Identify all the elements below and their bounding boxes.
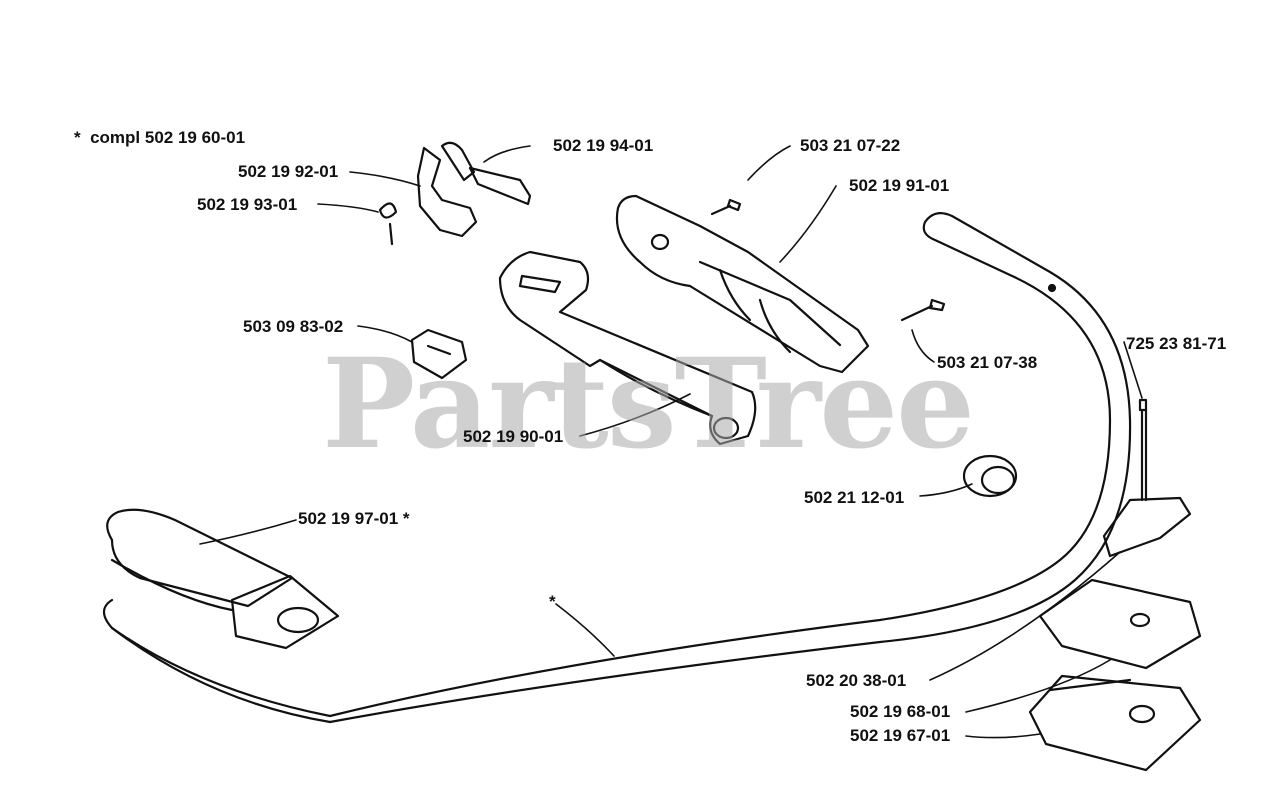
- loop-grip: [106, 508, 340, 650]
- leader-lines: [199, 145, 1143, 739]
- label-503-21-07-22: 503 21 07-22: [800, 136, 901, 155]
- knob: [1102, 496, 1192, 558]
- loop-handle-hole: [1047, 283, 1057, 293]
- cap: [962, 454, 1018, 498]
- loop-handle-tube: [102, 211, 1132, 724]
- label-502-19-90-01: 502 19 90-01: [463, 427, 564, 446]
- throttle-handle-body: [498, 250, 757, 446]
- screw-503-21-07-38: [900, 298, 946, 322]
- label-502-19-93-01: 502 19 93-01: [197, 195, 298, 214]
- throttle-lever: [468, 166, 532, 206]
- screw-503-21-07-22: [710, 198, 742, 216]
- throttle-handle-half: [615, 194, 870, 374]
- spring: [378, 202, 398, 246]
- label-502-20-38-01: 502 20 38-01: [806, 671, 907, 690]
- watermark: PartsTree: [322, 332, 975, 477]
- clamp-lower: [1028, 674, 1202, 772]
- label-502-19-91-01: 502 19 91-01: [849, 176, 950, 195]
- throttle-trigger: [416, 141, 478, 238]
- label-502-19-92-01: 502 19 92-01: [238, 162, 339, 181]
- label-502-19-94-01: 502 19 94-01: [553, 136, 654, 155]
- note-text: compl 502 19 60-01: [90, 128, 246, 147]
- label-502-19-97-01: 502 19 97-01 *: [298, 509, 410, 528]
- label-503-21-07-38: 503 21 07-38: [937, 353, 1038, 372]
- label-503-09-83-02: 503 09 83-02: [243, 317, 344, 336]
- loop-handle-marker: *: [549, 592, 556, 611]
- label-725-23-81-71: 725 23 81-71: [1126, 334, 1227, 353]
- note-marker: *: [74, 128, 81, 147]
- label-502-21-12-01: 502 21 12-01: [804, 488, 905, 507]
- label-502-19-67-01: 502 19 67-01: [850, 726, 951, 745]
- bolt: [1138, 398, 1148, 502]
- clamp-upper: [1038, 578, 1202, 670]
- loop-handle-tube-lower: [110, 626, 332, 724]
- stop-switch: [410, 328, 468, 380]
- label-502-19-68-01: 502 19 68-01: [850, 702, 951, 721]
- assembly-note: * compl 502 19 60-01: [74, 128, 245, 148]
